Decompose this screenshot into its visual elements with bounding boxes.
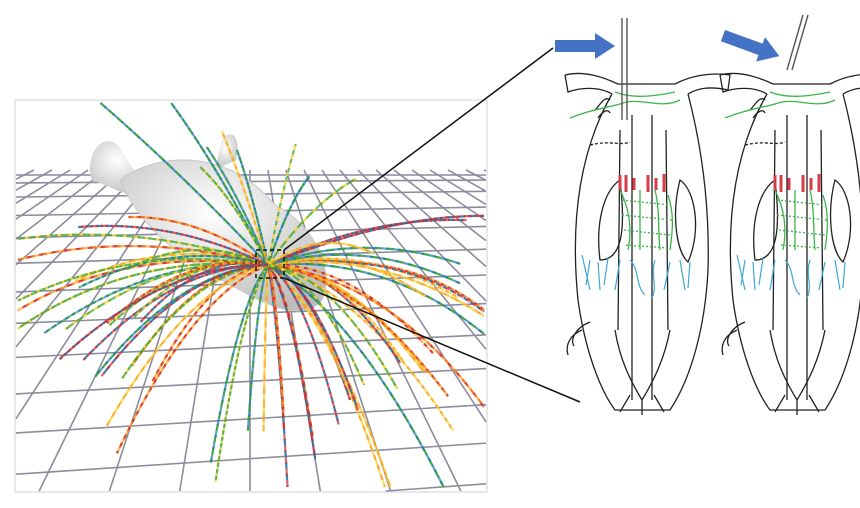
fiber-tract — [58, 263, 269, 361]
fiber-tract — [267, 246, 461, 267]
fiber-tract — [99, 102, 269, 266]
fiber-tract — [209, 264, 269, 463]
fiber-tract — [267, 262, 485, 335]
fiber-tract — [266, 143, 297, 266]
fiber-tract — [266, 264, 289, 488]
left-3d-panel — [15, 100, 487, 492]
fiber-tract — [267, 260, 485, 317]
fiber-tract — [128, 215, 269, 266]
probe — [786, 14, 809, 71]
fiber-tract — [267, 242, 375, 266]
grid-line — [15, 179, 487, 184]
fiber-tract — [267, 264, 386, 488]
fiber-tract — [267, 253, 461, 285]
grid-line — [385, 482, 487, 492]
fiber-tract — [267, 260, 485, 313]
fiber-tract — [17, 233, 269, 267]
fiber-tract — [108, 261, 269, 327]
fiber-tract — [199, 166, 269, 266]
grid-line — [15, 169, 89, 220]
fiber-tracts — [17, 102, 485, 488]
grid-line — [303, 169, 462, 492]
arrow-icon — [720, 30, 780, 62]
fiber-tract — [205, 146, 270, 266]
fiber-tract — [266, 175, 311, 266]
fiber-tract — [267, 263, 399, 390]
fiber-tract — [17, 258, 269, 302]
fiber-tract — [266, 143, 297, 266]
left-panel-frame — [14, 99, 488, 493]
fiber-tract — [267, 264, 340, 425]
fiber-tract — [267, 263, 449, 397]
zoom-line-top — [283, 47, 554, 251]
fiber-tract — [214, 264, 269, 483]
grid-line — [15, 334, 487, 359]
fiber-tract — [267, 263, 402, 364]
fiber-tract — [267, 264, 445, 488]
fiber-tract — [220, 130, 270, 266]
fiber-tract — [115, 263, 269, 454]
zoom-line-bottom — [283, 277, 581, 403]
fiber-tract — [151, 263, 269, 382]
grid-line — [15, 169, 107, 240]
grid-line — [321, 169, 487, 423]
fiber-tract — [267, 218, 467, 266]
schematic-normal-insertion — [555, 18, 731, 415]
fiber-tract — [100, 263, 269, 377]
fiber-tract — [133, 260, 269, 319]
probe — [621, 18, 628, 120]
grid-line — [483, 169, 487, 172]
fiber-tract — [267, 263, 425, 372]
fiber-tract — [78, 254, 269, 289]
fiber-tract — [266, 264, 285, 413]
fiber-tract — [266, 264, 289, 488]
fiber-tract — [267, 218, 467, 266]
schematic-angled-insertion — [719, 14, 860, 415]
fiber-tract — [17, 244, 269, 267]
fiber-tract — [267, 263, 434, 355]
fiber-tract — [267, 177, 357, 266]
grid-line — [393, 169, 487, 242]
fiber-tract — [151, 263, 269, 382]
grid-line — [411, 169, 487, 222]
grid-line — [357, 169, 487, 302]
region-of-interest-box — [255, 249, 285, 279]
fiber-tract — [267, 253, 461, 285]
fiber-tract — [267, 214, 485, 267]
grid-line — [15, 442, 487, 475]
fiber-tract — [77, 224, 269, 266]
fiber-tract — [267, 264, 317, 460]
fiber-tract — [267, 263, 485, 408]
grid-line — [15, 302, 487, 325]
grid-line — [339, 169, 487, 350]
fiber-tract — [105, 263, 269, 427]
fiber-tract — [262, 264, 270, 432]
arrow-icon — [555, 33, 615, 59]
fiber-tract — [170, 102, 269, 266]
fiber-tract — [267, 263, 455, 432]
fiber-tract — [246, 264, 270, 431]
grid-line — [15, 403, 487, 434]
fiber-tract — [267, 263, 366, 386]
grid-line — [15, 169, 125, 266]
fiber-tract — [17, 259, 269, 312]
grid-line — [15, 169, 53, 191]
